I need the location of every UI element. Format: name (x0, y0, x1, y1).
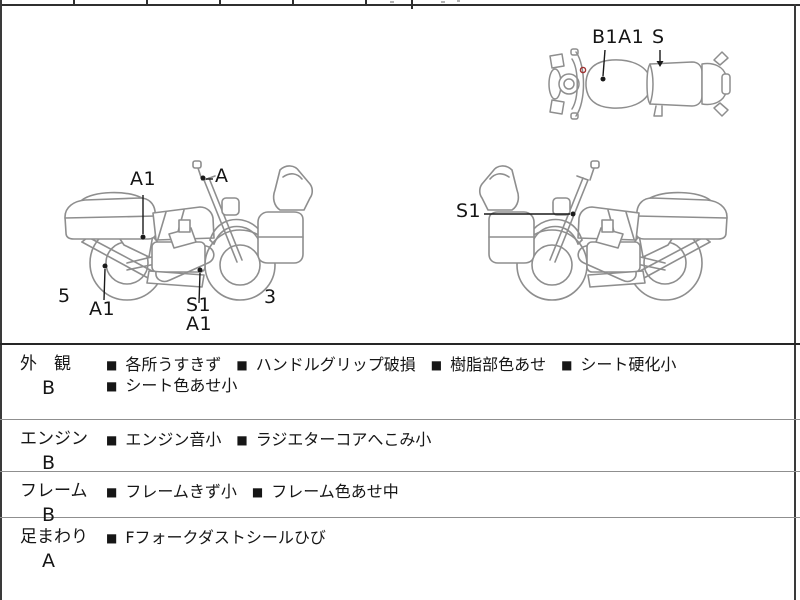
row-label: 外 観 (20, 354, 71, 374)
table-row-exterior: 外 観 B ■ 各所うすきず ■ ハンドルグリップ破損 ■ 樹脂部色あせ ■ シート硬化… (0, 345, 800, 420)
condition-items: ■ フレームきず小 ■ フレーム色あせ中 (106, 472, 414, 503)
grade-badge: A (42, 550, 55, 572)
cropped-table-bottom-border (0, 4, 800, 6)
condition-item-text: 樹脂部色あせ (450, 355, 547, 374)
bullet-square-icon: ■ (106, 379, 118, 393)
sheet-right-border (794, 4, 796, 600)
condition-items: ■ Fフォークダストシールひび (106, 518, 341, 549)
condition-item-text: ハンドルグリップ破損 (255, 355, 416, 374)
label-count-3: 3 (264, 286, 277, 308)
label-a1-exhaust: A1 (89, 298, 116, 320)
cropped-table-divider (73, 0, 75, 4)
cropped-table-divider (411, 0, 413, 9)
row-label-block: エンジン B (0, 420, 106, 474)
bullet-square-icon: ■ (106, 531, 118, 545)
condition-item-text: フレームきず小 (125, 482, 237, 501)
row-label: 足まわり (20, 527, 88, 547)
table-row-engine: エンジン B ■ エンジン音小 ■ ラジエターコアへこみ小 (0, 420, 800, 474)
condition-items: ■ エンジン音小 ■ ラジエターコアへこみ小 (106, 420, 446, 451)
cropped-table-divider (219, 0, 221, 4)
bullet-square-icon: ■ (236, 358, 248, 372)
row-label: フレーム (20, 481, 88, 501)
condition-item: ■ Fフォークダストシールひび (106, 528, 326, 549)
cropped-text-remnant (390, 1, 394, 3)
bullet-square-icon: ■ (430, 358, 443, 372)
table-row-frame: フレーム B ■ フレームきず小 ■ フレーム色あせ中 (0, 472, 800, 526)
bullet-square-icon: ■ (106, 485, 118, 499)
label-s1-engine: S1 (186, 294, 212, 316)
condition-item: ■ シート硬化小 (561, 355, 676, 376)
motorcycle-top-view (548, 48, 731, 120)
condition-item: ■ シート色あせ小 (106, 376, 237, 397)
condition-item-text: シート硬化小 (580, 355, 677, 374)
grade-badge: B (42, 452, 56, 474)
grade-badge: B (42, 377, 56, 399)
bullet-square-icon: ■ (106, 358, 118, 372)
motorcycle-right-side-view (478, 160, 728, 301)
condition-items: ■ 各所うすきず ■ ハンドルグリップ破損 ■ 樹脂部色あせ ■ シート硬化小 ■ シート… (106, 345, 800, 397)
cropped-table-divider (365, 0, 367, 4)
condition-item: ■ ハンドルグリップ破損 (236, 355, 415, 376)
grade-badge: B (42, 504, 56, 526)
label-count-5: 5 (58, 285, 71, 307)
bullet-square-icon: ■ (251, 485, 264, 499)
condition-item: ■ 各所うすきず (106, 355, 221, 376)
condition-item: ■ フレーム色あせ中 (252, 482, 399, 503)
label-b1a1: B1A1 (592, 26, 645, 48)
cropped-table-divider (146, 0, 148, 4)
bullet-square-icon: ■ (236, 433, 248, 447)
cropped-text-remnant (457, 0, 460, 2)
row-label-block: フレーム B (0, 472, 106, 526)
condition-item-text: フレーム色あせ中 (271, 482, 399, 501)
cropped-text-remnant (441, 1, 445, 3)
condition-item-text: シート色あせ小 (125, 376, 238, 395)
label-s1-fork: S1 (456, 200, 482, 222)
row-label: エンジン (20, 429, 88, 449)
cropped-table-divider (292, 0, 294, 4)
condition-item: ■ フレームきず小 (106, 482, 237, 503)
bullet-square-icon: ■ (561, 358, 573, 372)
row-label-block: 足まわり A (0, 518, 106, 572)
label-s: S (652, 26, 665, 48)
condition-item-text: ラジエターコアへこみ小 (255, 430, 432, 449)
condition-item: ■ ラジエターコアへこみ小 (236, 430, 431, 451)
condition-item: ■ 樹脂部色あせ (431, 355, 546, 376)
table-row-undercarriage: 足まわり A ■ Fフォークダストシールひび (0, 518, 800, 597)
row-label-block: 外 観 B (0, 345, 106, 399)
condition-item-text: 各所うすきず (125, 355, 222, 374)
condition-table: 外 観 B ■ 各所うすきず ■ ハンドルグリップ破損 ■ 樹脂部色あせ ■ シート硬化… (0, 343, 800, 597)
condition-item: ■ エンジン音小 (106, 430, 221, 451)
condition-item-text: Fフォークダストシールひび (125, 528, 326, 547)
sheet-left-border (0, 0, 2, 600)
bullet-square-icon: ■ (106, 433, 118, 447)
label-a-mirror: A (215, 165, 229, 187)
label-a1-engine: A1 (186, 313, 213, 335)
condition-item-text: エンジン音小 (125, 430, 222, 449)
label-a1-frame: A1 (130, 168, 157, 190)
